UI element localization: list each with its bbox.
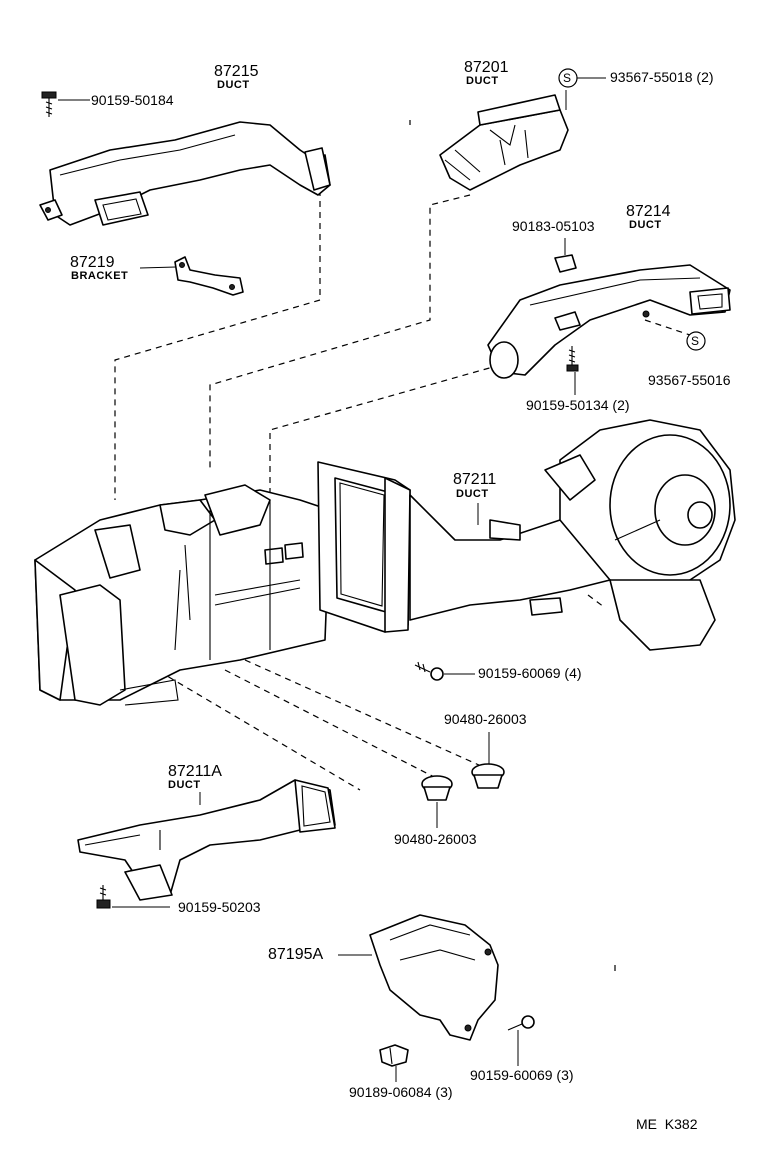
duct-87215-drawing bbox=[39, 121, 331, 226]
label-87211A-name: DUCT bbox=[168, 779, 201, 791]
callout-90480-26003-upper: 90480-26003 bbox=[444, 711, 527, 727]
callout-90159-60069-3: 90159-60069 (3) bbox=[470, 1067, 574, 1083]
screw-90159-50134-drawing bbox=[566, 346, 579, 395]
screw-90159-60069-3-drawing bbox=[507, 1015, 535, 1066]
bracket-87219-drawing bbox=[139, 256, 244, 296]
callout-90159-50184: 90159-50184 bbox=[91, 92, 174, 108]
label-87219-name: BRACKET bbox=[71, 270, 129, 282]
callout-90189-06084: 90189-06084 (3) bbox=[349, 1084, 453, 1100]
nut-90183-05103-drawing bbox=[554, 238, 577, 273]
duct-87211A-drawing bbox=[77, 779, 336, 901]
duct-87201-drawing bbox=[439, 90, 569, 191]
frame-drawing bbox=[317, 461, 411, 633]
screw-90159-50203-drawing bbox=[96, 885, 170, 909]
screw-90159-50184-drawing bbox=[41, 91, 90, 117]
callout-90159-60069-4: 90159-60069 (4) bbox=[478, 665, 582, 681]
label-87211A-number: 87211A bbox=[168, 763, 222, 780]
callout-90183-05103: 90183-05103 bbox=[512, 218, 595, 234]
label-87211-number: 87211 bbox=[453, 471, 497, 488]
s-marker-top: S bbox=[563, 71, 572, 85]
callout-90159-50203: 90159-50203 bbox=[178, 899, 261, 915]
duct-87214-drawing bbox=[487, 264, 731, 379]
clip-s-marker-right bbox=[686, 331, 706, 351]
callout-93567-55016: 93567-55016 bbox=[648, 372, 731, 388]
label-87195A-number: 87195A bbox=[268, 946, 324, 963]
cover-87195A-drawing bbox=[338, 914, 499, 1041]
s-marker-right: S bbox=[691, 334, 700, 348]
label-87201-name: DUCT bbox=[466, 75, 499, 87]
label-87214-name: DUCT bbox=[629, 219, 662, 231]
clip-90189-06084-drawing bbox=[379, 1044, 409, 1082]
label-87215-name: DUCT bbox=[217, 79, 250, 91]
label-87201-number: 87201 bbox=[464, 59, 509, 76]
clip-s-marker-top bbox=[558, 68, 606, 88]
screw-90159-60069-4-drawing bbox=[414, 661, 475, 681]
callout-93567-55018: 93567-55018 (2) bbox=[610, 69, 714, 85]
label-87214-number: 87214 bbox=[626, 203, 671, 220]
footer-code: ME K382 bbox=[636, 1116, 698, 1132]
heater-unit-drawing bbox=[34, 484, 331, 706]
grommet-left-drawing bbox=[421, 775, 453, 828]
label-87219-number: 87219 bbox=[70, 254, 115, 271]
callout-90159-50134: 90159-50134 (2) bbox=[526, 397, 630, 413]
duct-87211-blower-drawing bbox=[409, 419, 736, 651]
grommet-right-drawing bbox=[471, 732, 505, 789]
label-87211-name: DUCT bbox=[456, 488, 489, 500]
label-87215-number: 87215 bbox=[214, 63, 259, 80]
callout-90480-26003-lower: 90480-26003 bbox=[394, 831, 477, 847]
